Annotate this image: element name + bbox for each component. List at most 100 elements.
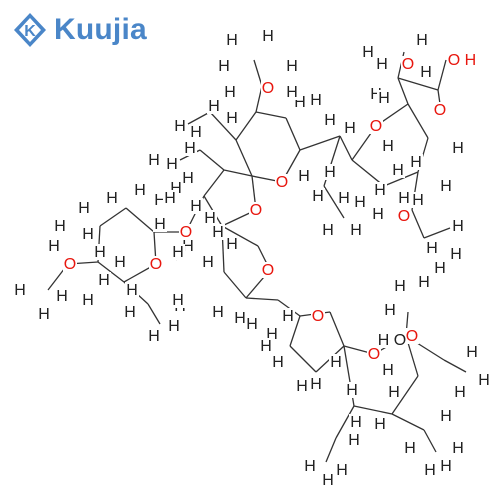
hydrogen-atom-label: H bbox=[452, 218, 464, 235]
atom-label-background bbox=[259, 338, 273, 354]
atom-label-background bbox=[37, 306, 51, 322]
atom-label-background bbox=[415, 32, 429, 48]
hydrogen-atom-label: H bbox=[212, 304, 224, 321]
atom-label-background bbox=[451, 140, 465, 156]
logo[interactable]: K Kuujia bbox=[12, 12, 147, 48]
hydrogen-atom-label: H bbox=[182, 170, 194, 187]
hydrogen-atom-label: H bbox=[310, 376, 322, 393]
bond-layer bbox=[47, 51, 467, 463]
atom-label-background bbox=[217, 58, 231, 74]
hydrogen-atom-label: H bbox=[166, 156, 178, 173]
atom-label-background bbox=[381, 138, 395, 154]
atom-label-background bbox=[425, 240, 439, 256]
atom-label-background bbox=[203, 210, 217, 226]
atom-label-background bbox=[353, 194, 367, 210]
atom-label-background bbox=[373, 416, 387, 432]
atom-label-background bbox=[201, 254, 215, 270]
ring-b-bond bbox=[235, 111, 257, 141]
atom-label-background bbox=[125, 282, 139, 298]
hydrogen-atom-label: H bbox=[394, 278, 406, 295]
atom-label-background bbox=[53, 218, 67, 234]
linker-bond bbox=[299, 135, 341, 151]
hydrogen-atom-label: H bbox=[350, 222, 362, 239]
hydrogen-atom-label: H bbox=[172, 292, 184, 309]
hydrogen-atom-label: H bbox=[404, 440, 416, 457]
hydrogen-atom-label: H bbox=[322, 222, 334, 239]
hydrogen-atom-label: H bbox=[124, 304, 136, 321]
ring-e-bond bbox=[223, 271, 247, 299]
atom-label-background bbox=[211, 304, 225, 320]
atom-label-background bbox=[439, 178, 453, 194]
acid-side-chain-bond bbox=[437, 59, 447, 91]
hydrogen-atom-label: H bbox=[14, 282, 26, 299]
hydrogen-atom-label: H bbox=[38, 306, 50, 323]
hydrogen-atom-label: H bbox=[262, 28, 274, 45]
hydrogen-atom-label: H bbox=[82, 292, 94, 309]
atom-label-background bbox=[349, 222, 363, 238]
hydrogen-atom-label: H bbox=[346, 382, 358, 399]
atom-label-background bbox=[311, 188, 325, 204]
atom-label-background bbox=[223, 84, 237, 100]
ring-b-bond bbox=[285, 117, 301, 151]
hydrogen-atom-label: H bbox=[350, 414, 362, 431]
atom-label-background bbox=[123, 304, 137, 320]
hydrogen-atom-label: H bbox=[126, 282, 138, 299]
kuujia-logo-icon: K bbox=[14, 13, 46, 47]
hydrogen-atom-label: H bbox=[450, 246, 462, 263]
acid-side-chain-bond bbox=[397, 77, 439, 91]
atom-label-background bbox=[337, 190, 351, 206]
hydrogen-atom-label: H bbox=[148, 328, 160, 345]
atom-label-background bbox=[225, 236, 239, 252]
ring-f-bond bbox=[289, 315, 301, 347]
atom-label-background bbox=[55, 288, 69, 304]
methoxy-bond bbox=[253, 59, 263, 87]
ring-a-bond bbox=[383, 171, 419, 187]
atom-label-background bbox=[387, 384, 401, 400]
oxygen-atom-label: O bbox=[276, 174, 288, 191]
hydrogen-atom-label: H bbox=[376, 56, 388, 73]
oxygen-atom-label: O bbox=[64, 256, 76, 273]
hydrogen-atom-label: H bbox=[304, 458, 316, 475]
oxygen-atom-label: O bbox=[368, 346, 380, 363]
hydrogen-atom-label: H bbox=[282, 308, 294, 325]
hydrogen-atom-label: H bbox=[324, 112, 336, 129]
hydrogen-atom-label: H bbox=[208, 98, 220, 115]
atom-label-background bbox=[167, 318, 181, 334]
atom-label-background bbox=[183, 140, 197, 156]
methyl-bond bbox=[423, 429, 437, 453]
hydrogen-atom-label: H bbox=[324, 164, 336, 181]
hydrogen-atom-label: H bbox=[420, 64, 432, 81]
atom-label-background bbox=[369, 118, 383, 134]
atom-label-background bbox=[343, 120, 357, 136]
hydrogen-atom-label: H bbox=[338, 190, 350, 207]
atom-label-background bbox=[311, 308, 325, 324]
hydrogen-atom-label: H bbox=[426, 240, 438, 257]
atom-label-background bbox=[329, 354, 343, 370]
atom-label-background bbox=[285, 84, 299, 100]
atom-label-background bbox=[189, 124, 203, 140]
hydrogen-atom-label: H bbox=[312, 188, 324, 205]
hydrogen-atom-label: H bbox=[354, 194, 366, 211]
methyl-bond bbox=[187, 111, 211, 125]
atom-label-background bbox=[373, 182, 387, 198]
oxygen-atom-label: O bbox=[250, 202, 262, 219]
atom-label-background bbox=[93, 244, 107, 260]
atom-label-background bbox=[345, 382, 359, 398]
atom-label-background bbox=[309, 92, 323, 108]
atom-label-background bbox=[77, 200, 91, 216]
methyl-bond bbox=[147, 303, 161, 325]
hydrogen-atom-label: H bbox=[362, 44, 374, 61]
hydrogen-atom-label: H bbox=[344, 120, 356, 137]
oxygen-atom-label: O bbox=[262, 80, 274, 97]
hydrogen-atom-label: H bbox=[246, 316, 258, 333]
hydrogen-atom-label: H bbox=[286, 84, 298, 101]
atom-label-background bbox=[403, 440, 417, 456]
atom-label-background bbox=[323, 164, 337, 180]
atom-label-background bbox=[249, 202, 263, 218]
ring-g-bond bbox=[391, 375, 419, 415]
methoxy-bond bbox=[423, 227, 451, 239]
hydrogen-atom-label: H bbox=[190, 198, 202, 215]
hydrogen-atom-label: H bbox=[48, 238, 60, 255]
atom-label-background bbox=[225, 110, 239, 126]
atom-label-background bbox=[163, 190, 177, 206]
